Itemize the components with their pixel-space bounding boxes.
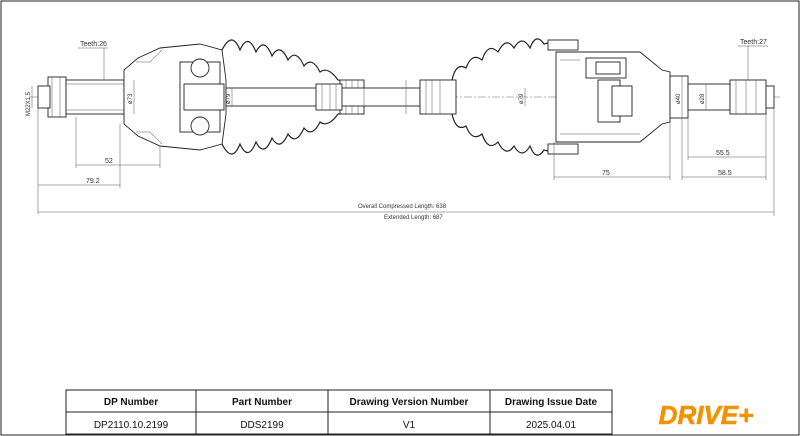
len-55-5: 55.5 bbox=[716, 150, 730, 157]
right-boot bbox=[451, 38, 553, 81]
len-75: 75 bbox=[602, 170, 610, 177]
right-tripod-joint bbox=[419, 38, 775, 156]
diam-40: ø40 bbox=[676, 93, 682, 104]
right-shaft-diam: ø79 bbox=[519, 93, 525, 104]
left-shaft-diam: ø79 bbox=[226, 93, 232, 104]
left-teeth-label: Teeth:26 bbox=[80, 41, 107, 48]
right-teeth-label: Teeth:27 bbox=[740, 39, 767, 46]
dimensions: Teeth:26 M22X1.5 ø73 ø79 52 79.2 Teeth:2… bbox=[26, 39, 775, 221]
header-issue-date: Drawing Issue Date bbox=[505, 397, 598, 408]
value-dp-number: DP2110.10.2199 bbox=[94, 420, 169, 431]
len-58-5: 58.5 bbox=[718, 170, 732, 177]
header-dp-number: DP Number bbox=[104, 397, 158, 408]
len-52: 52 bbox=[105, 158, 113, 165]
header-part-number: Part Number bbox=[232, 397, 292, 408]
value-drawing-version: V1 bbox=[403, 420, 416, 431]
thread-label: M22X1.5 bbox=[26, 91, 32, 116]
overall-compressed-length: Overall Compressed Length: 638 bbox=[358, 204, 447, 210]
title-block: DP Number Part Number Drawing Version Nu… bbox=[65, 389, 613, 435]
drive-plus-logo: DRIVE+ bbox=[658, 400, 754, 431]
left-boot bbox=[221, 39, 353, 83]
value-part-number: DDS2199 bbox=[240, 420, 284, 431]
diam-28: ø28 bbox=[700, 93, 706, 104]
logo-text: DRIVE+ bbox=[659, 400, 754, 430]
len-79-2: 79.2 bbox=[86, 178, 100, 185]
left-diam-73: ø73 bbox=[128, 93, 134, 104]
extended-length: Extended Length: 687 bbox=[384, 215, 443, 221]
value-issue-date: 2025.04.01 bbox=[526, 420, 576, 431]
header-drawing-version: Drawing Version Number bbox=[350, 397, 469, 408]
